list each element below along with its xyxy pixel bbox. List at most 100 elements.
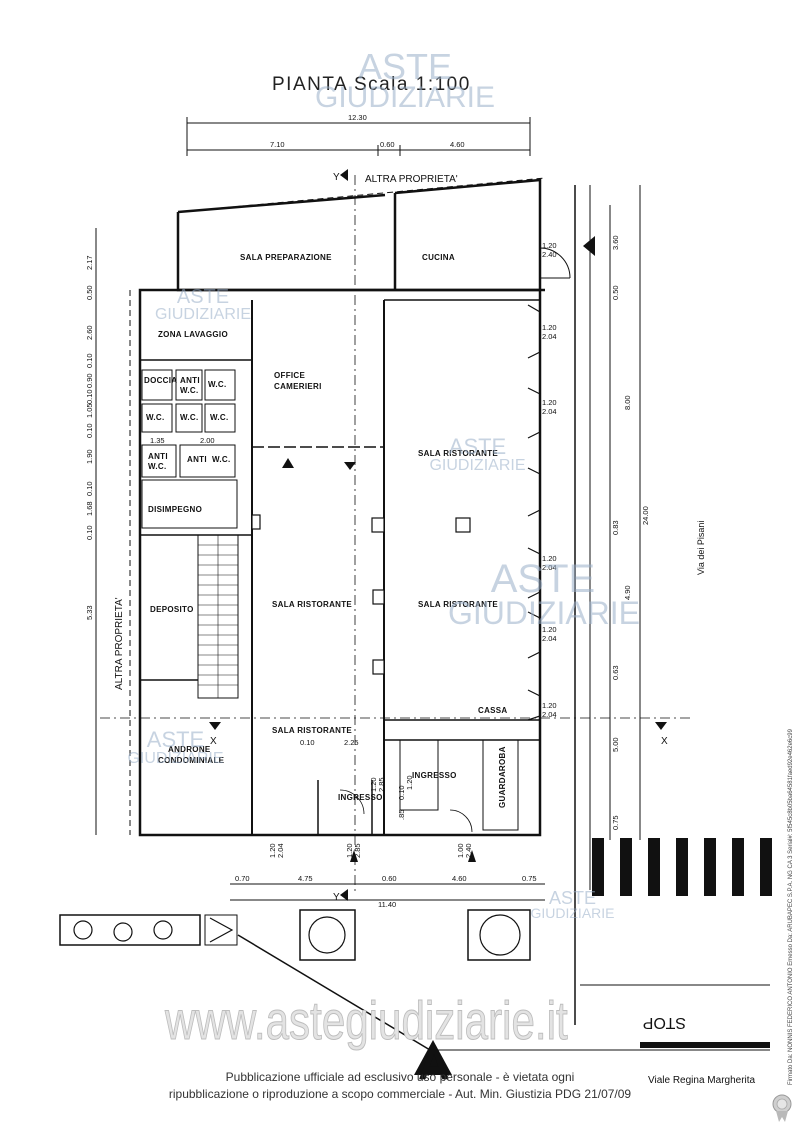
room-doccia: DOCCIA <box>144 376 177 385</box>
window-3-w: 1.20 <box>542 554 557 563</box>
window-2-w: 1.20 <box>542 398 557 407</box>
door-3-w: 1.00 <box>456 843 465 858</box>
dim-top-total: 12.30 <box>348 113 367 122</box>
room-sala-ristorante-2: SALA RISTORANTE <box>272 600 352 609</box>
room-anti-1: ANTI <box>180 376 200 385</box>
dim-left-7: 1.05 <box>85 403 94 418</box>
room-office-line2: CAMERIERI <box>274 382 322 391</box>
room-cassa: CASSA <box>478 706 508 715</box>
website-watermark: www.astegiudiziarie.it <box>165 991 568 1052</box>
window-1-w: 1.20 <box>542 323 557 332</box>
dim-left-4: 0.10 <box>85 353 94 368</box>
room-ingresso-1: INGRESSO <box>412 771 457 780</box>
door-1-h: 2.85 <box>353 843 362 858</box>
dim-right-c: 8.00 <box>623 395 632 410</box>
dim-wc-w1: 1.35 <box>150 436 165 445</box>
dim-left-5: 0.90 <box>85 373 94 388</box>
dim-left-8: 0.10 <box>85 423 94 438</box>
seal-icon <box>772 1094 792 1122</box>
dim-left-9: 1.90 <box>85 449 94 464</box>
dim-left-2: 0.50 <box>85 285 94 300</box>
window-1-h: 2.04 <box>542 332 557 341</box>
dim-top-b: 0.60 <box>380 140 395 149</box>
street-bottom-label: Viale Regina Margherita <box>648 1075 756 1086</box>
dim-left-10: 0.10 <box>85 481 94 496</box>
door-3-h: 2.40 <box>464 843 473 858</box>
dim-bottom-a: 0.70 <box>235 874 250 883</box>
dim-bottom-e: 0.75 <box>522 874 537 883</box>
dim-right-h: 0.75 <box>611 815 620 830</box>
room-anti-1-wc: W.C. <box>180 386 199 395</box>
room-deposito: DEPOSITO <box>150 605 194 614</box>
dim-bottom-total: 11.40 <box>378 900 396 909</box>
room-androne-line1: ANDRONE <box>168 745 211 754</box>
room-anti-3-wc: W.C. <box>212 455 231 464</box>
section-y-top-label: Y <box>333 172 340 183</box>
footer-line-1: Pubblicazione ufficiale ad esclusivo uso… <box>225 1070 575 1084</box>
digital-signature: Firmato Da: NONNIS FEDERICO ANTONIO Emes… <box>778 175 794 1085</box>
dim-right-d: 0.83 <box>611 520 620 535</box>
digital-signature-text: Firmato Da: NONNIS FEDERICO ANTONIO Emes… <box>788 729 794 1085</box>
dim-right-a: 3.60 <box>611 235 620 250</box>
dim-right-f: 0.63 <box>611 665 620 680</box>
section-x-left-label: X <box>210 736 217 747</box>
window-4-w: 1.20 <box>542 625 557 634</box>
dim-int-a: 0.10 <box>300 738 315 747</box>
room-wc-3: W.C. <box>180 413 199 422</box>
room-wc-4: W.C. <box>210 413 229 422</box>
dim-int-b: 2.25 <box>344 738 359 747</box>
window-2-h: 2.04 <box>542 407 557 416</box>
dim-bottom-d: 4.60 <box>452 874 467 883</box>
room-guardaroba: GUARDAROBA <box>498 746 507 808</box>
room-anti-2-wc: W.C. <box>148 462 167 471</box>
room-ingresso-2: INGRESSO <box>338 793 383 802</box>
dim-left-3: 2.60 <box>85 325 94 340</box>
footer-line-2: ripubblicazione o riproduzione a scopo c… <box>168 1087 632 1101</box>
dim-left-1: 2.17 <box>85 255 94 270</box>
room-disimpegno: DISIMPEGNO <box>148 505 202 514</box>
door-4-h: 2.85 <box>377 777 386 792</box>
window-3-h: 2.04 <box>542 563 557 572</box>
room-sala-ristorante-3: SALA RISTORANTE <box>418 600 498 609</box>
dim-right-total: 24.00 <box>641 506 650 525</box>
room-cucina: CUCINA <box>422 253 455 262</box>
dim-right-g: 5.00 <box>611 737 620 752</box>
dim-int-d: 1.20 <box>405 775 414 790</box>
door-2-w: 1.20 <box>268 843 277 858</box>
neighbor-top-label: ALTRA PROPRIETA' <box>365 174 458 185</box>
room-sala-preparazione: SALA PREPARAZIONE <box>240 253 332 262</box>
section-arrow-top-icon <box>340 169 348 181</box>
room-wc-2: W.C. <box>146 413 165 422</box>
room-sala-ristorante-1: SALA RISTORANTE <box>418 449 498 458</box>
dim-bottom-b: 4.75 <box>298 874 313 883</box>
street-arrow-icon <box>583 236 595 256</box>
dim-top-a: 7.10 <box>270 140 285 149</box>
plan-title: PIANTA Scala 1:100 <box>272 74 471 95</box>
room-anti-2: ANTI <box>148 452 168 461</box>
dim-left-12: 0.10 <box>85 525 94 540</box>
window-5-w: 1.20 <box>542 701 557 710</box>
room-sala-ristorante-4: SALA RISTORANTE <box>272 726 352 735</box>
window-4-h: 2.04 <box>542 634 557 643</box>
section-y-bottom-label: Y <box>333 892 340 903</box>
stop-road-marking: STOP <box>643 1014 686 1031</box>
dim-top-c: 4.60 <box>450 140 465 149</box>
room-androne-line2: CONDOMINIALE <box>158 756 225 765</box>
dim-right-b: 0.50 <box>611 285 620 300</box>
street-right-label: Via dei Pisani <box>696 521 706 575</box>
dim-left-11: 1.68 <box>85 501 94 516</box>
neighbor-left-label: ALTRA PROPRIETA' <box>114 597 125 690</box>
room-anti-3: ANTI <box>187 455 207 464</box>
door-2-h: 2.04 <box>276 843 285 858</box>
window-5-h: 2.04 <box>542 710 557 719</box>
dim-right-e: 4.90 <box>623 585 632 600</box>
room-office-line1: OFFICE <box>274 371 305 380</box>
footer-notice: Pubblicazione ufficiale ad esclusivo uso… <box>150 1069 650 1103</box>
section-a-marker: A <box>418 1040 450 1089</box>
dim-int-e: .85 <box>397 810 406 820</box>
window-kitchen-w: 1.20 <box>542 241 557 250</box>
room-wc-1: W.C. <box>208 380 227 389</box>
door-1-w: 1.20 <box>345 843 354 858</box>
